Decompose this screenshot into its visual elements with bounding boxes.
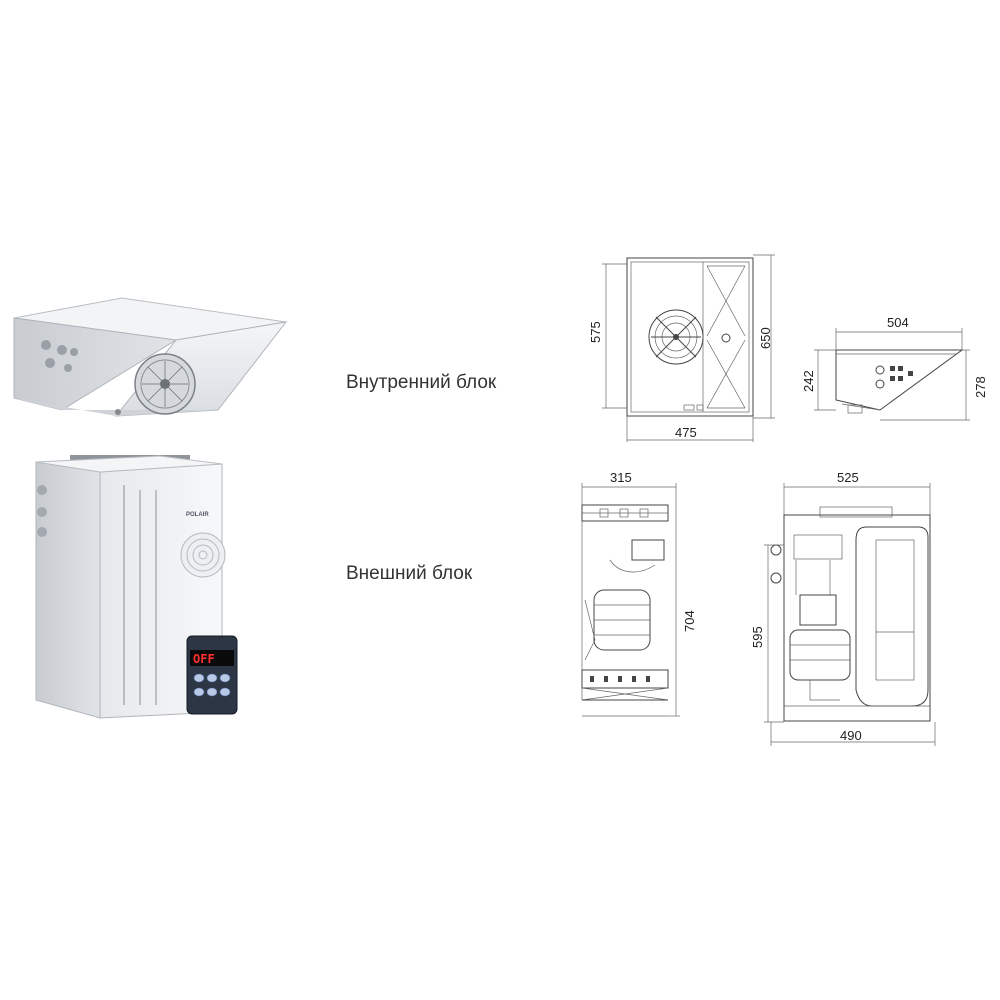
indoor-front-width-475: 475: [675, 425, 697, 440]
indoor-side-height-242: 242: [801, 370, 816, 392]
outdoor-side-drawing: [581, 483, 680, 717]
brand-logo: POLAIR: [186, 512, 209, 518]
indoor-unit-photo: [13, 297, 288, 417]
indoor-side-drawing: [814, 328, 970, 421]
indoor-front-height-575: 575: [588, 321, 603, 343]
outdoor-front-height-595: 595: [750, 626, 765, 648]
outdoor-front-drawing: [764, 483, 936, 746]
indoor-front-height-650: 650: [758, 327, 773, 349]
indoor-front-drawing: [602, 254, 775, 442]
controller-display: OFF: [193, 652, 215, 666]
outdoor-side-width-315: 315: [610, 470, 632, 485]
controller: OFF: [186, 635, 238, 715]
outdoor-front-width-490: 490: [840, 728, 862, 743]
indoor-unit-label: Внутренний блок: [346, 372, 497, 393]
indoor-side-height-278: 278: [973, 376, 988, 398]
outdoor-front-width-525: 525: [837, 470, 859, 485]
outdoor-side-height-704: 704: [682, 610, 697, 632]
indoor-side-width-504: 504: [887, 315, 909, 330]
outdoor-unit-label: Внешний блок: [346, 563, 473, 584]
